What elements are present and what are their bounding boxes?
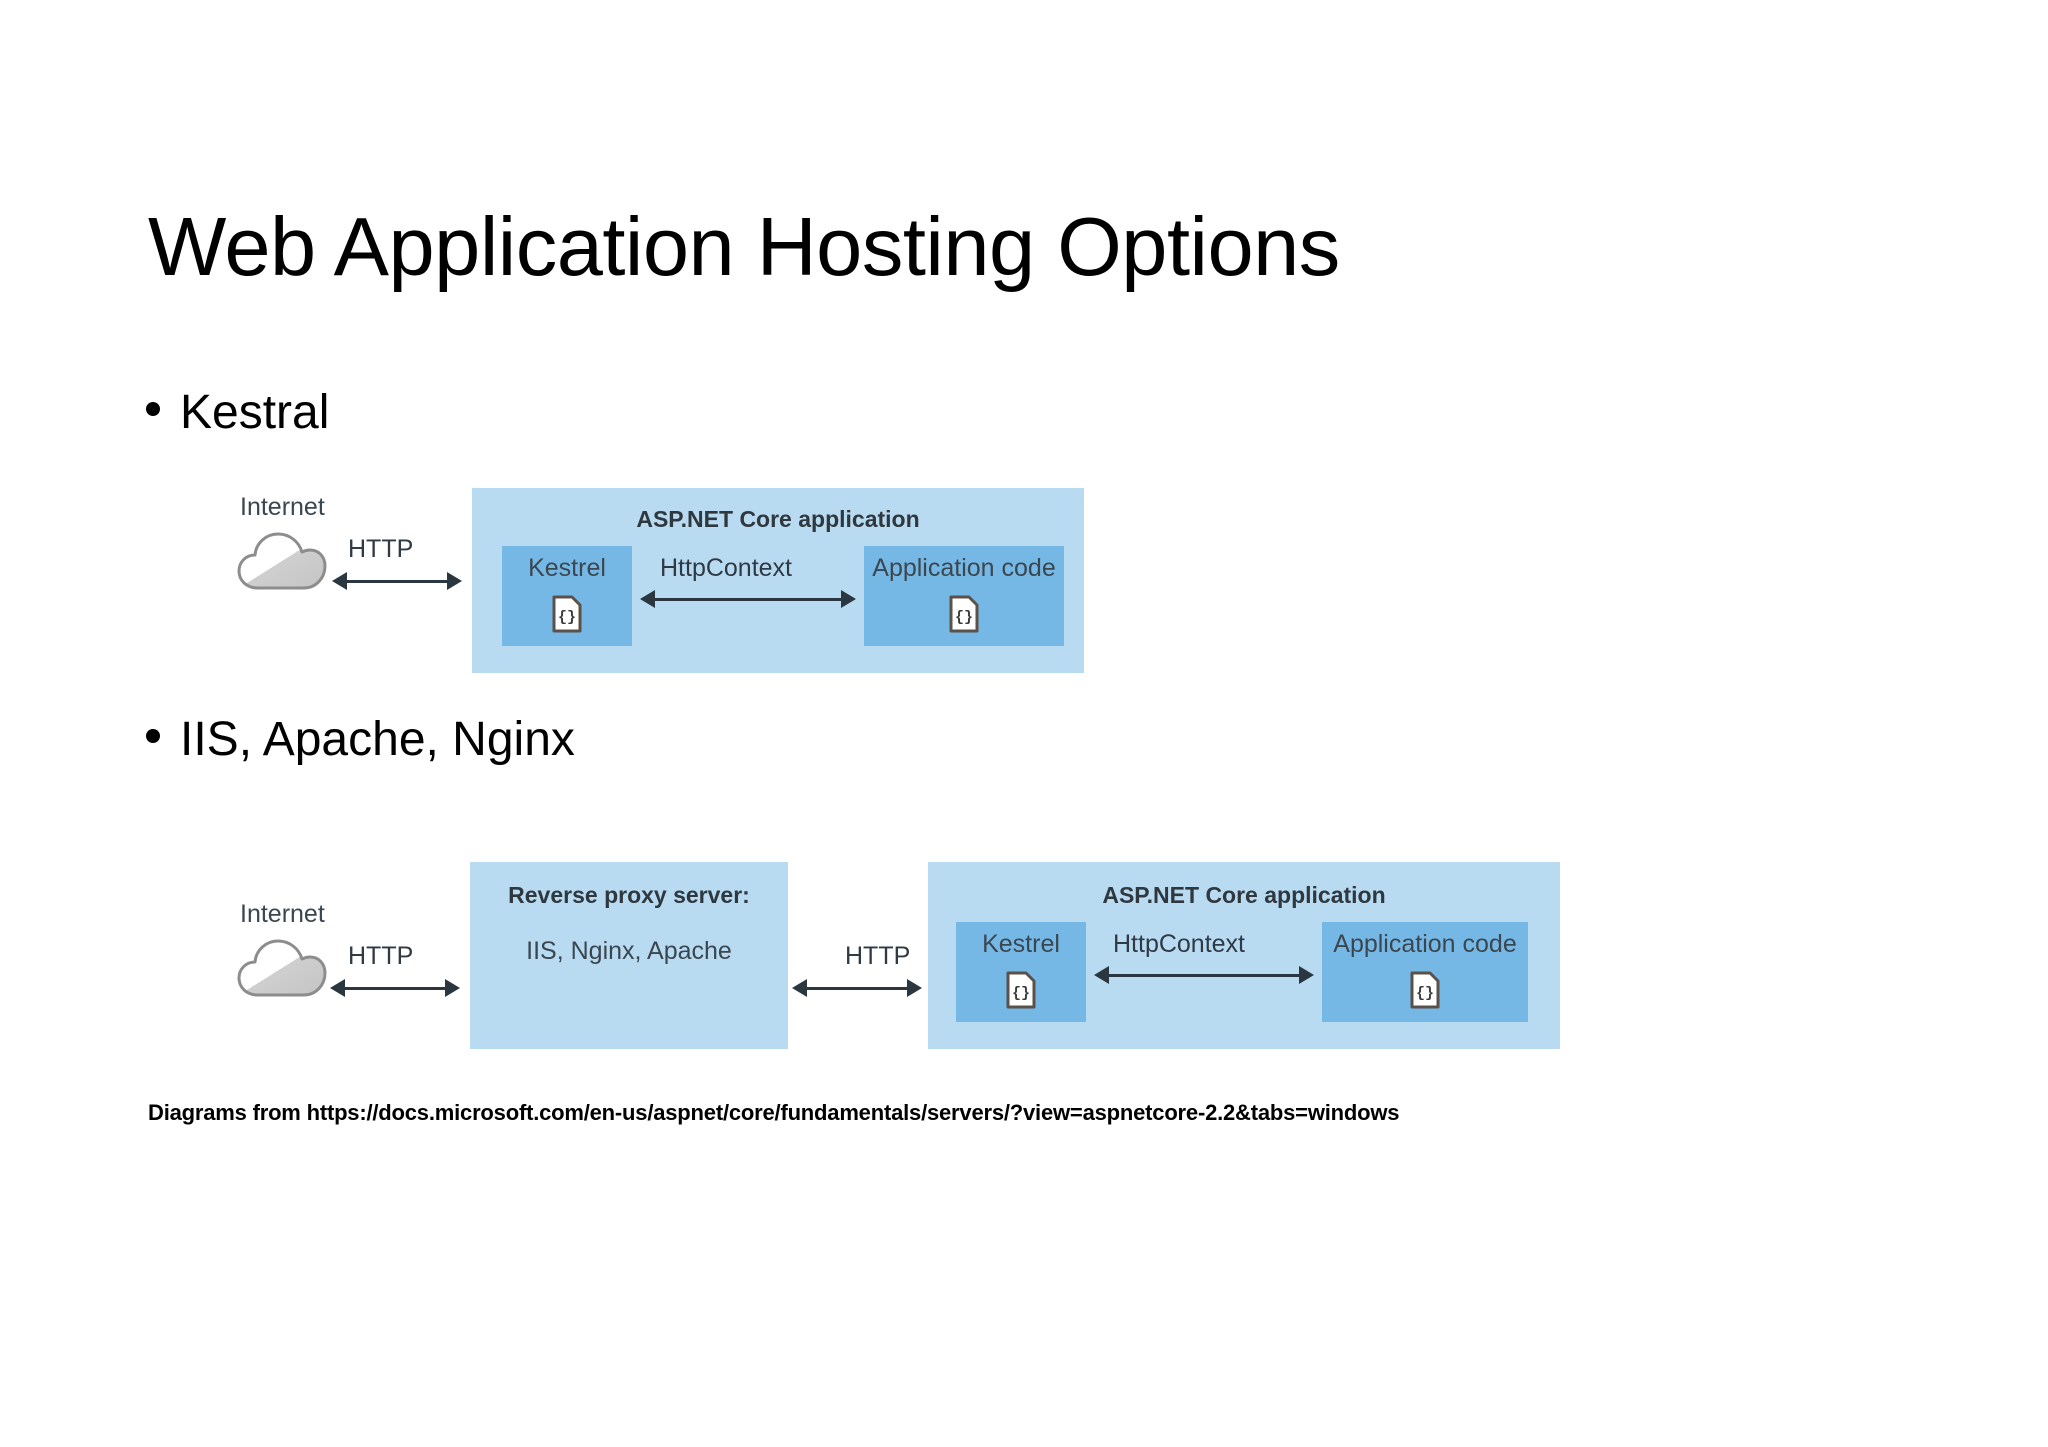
application-code-label-2: Application code [1333,930,1517,958]
bullet-dot-icon [146,729,160,743]
internet-label-1: Internet [240,493,325,521]
reverse-proxy-servers-label: IIS, Nginx, Apache [526,937,732,965]
bullet-item-kestral: Kestral [146,385,329,440]
bullet-label-servers: IIS, Apache, Nginx [180,713,575,766]
arrow-label-http-internet-proxy: HTTP [348,942,414,970]
kestrel-label-1: Kestrel [528,554,606,582]
cloud-icon [237,532,327,590]
arrow-label-httpcontext-2: HttpContext [1113,930,1246,958]
reverse-proxy-box: Reverse proxy server: IIS, Nginx, Apache [470,862,788,1049]
diagram-reverse-proxy: Internet HTTP Reverse proxy server: IIS,… [237,862,1560,1062]
page-title: Web Application Hosting Options [148,200,1340,293]
code-file-icon: {} [1410,971,1440,1009]
svg-text:{}: {} [955,609,973,626]
aspnet-core-container-1: ASP.NET Core application Kestrel {} Http… [472,488,1084,673]
arrow-label-httpcontext-1: HttpContext [660,554,793,582]
application-code-box-2: Application code {} [1322,922,1528,1022]
aspnet-core-container-2: ASP.NET Core application Kestrel {} Http… [928,862,1560,1049]
arrow-label-http-proxy-kestrel: HTTP [845,942,911,970]
arrow-kestrel-to-appcode-1 [640,590,856,608]
code-file-icon: {} [1006,971,1036,1009]
reverse-proxy-title: Reverse proxy server: [508,882,750,908]
arrow-label-http-1: HTTP [348,535,414,563]
application-code-box-1: Application code {} [864,546,1064,646]
code-file-icon: {} [949,595,979,633]
internet-label-2: Internet [240,900,325,928]
bullet-label-kestral: Kestral [180,386,330,439]
svg-text:{}: {} [558,609,576,626]
cloud-icon [237,939,327,997]
svg-text:{}: {} [1012,985,1030,1002]
arrow-proxy-to-kestrel [792,979,922,997]
bullet-item-servers: IIS, Apache, Nginx [146,712,575,767]
arrow-internet-to-proxy [330,979,460,997]
aspnet-core-title-1: ASP.NET Core application [636,506,920,532]
code-file-icon: {} [552,595,582,633]
diagram-kestrel-direct: Internet HTTP ASP.NET Core application K… [237,488,1120,673]
kestrel-label-2: Kestrel [982,930,1060,958]
arrow-internet-to-kestrel [332,572,462,590]
arrow-kestrel-to-appcode-2 [1094,966,1314,984]
aspnet-core-title-2: ASP.NET Core application [1102,882,1386,908]
kestrel-box-2: Kestrel {} [956,922,1086,1022]
bullet-dot-icon [146,402,160,416]
kestrel-box-1: Kestrel {} [502,546,632,646]
source-credit: Diagrams from https://docs.microsoft.com… [148,1100,1400,1125]
svg-text:{}: {} [1416,985,1434,1002]
application-code-label-1: Application code [872,554,1056,582]
